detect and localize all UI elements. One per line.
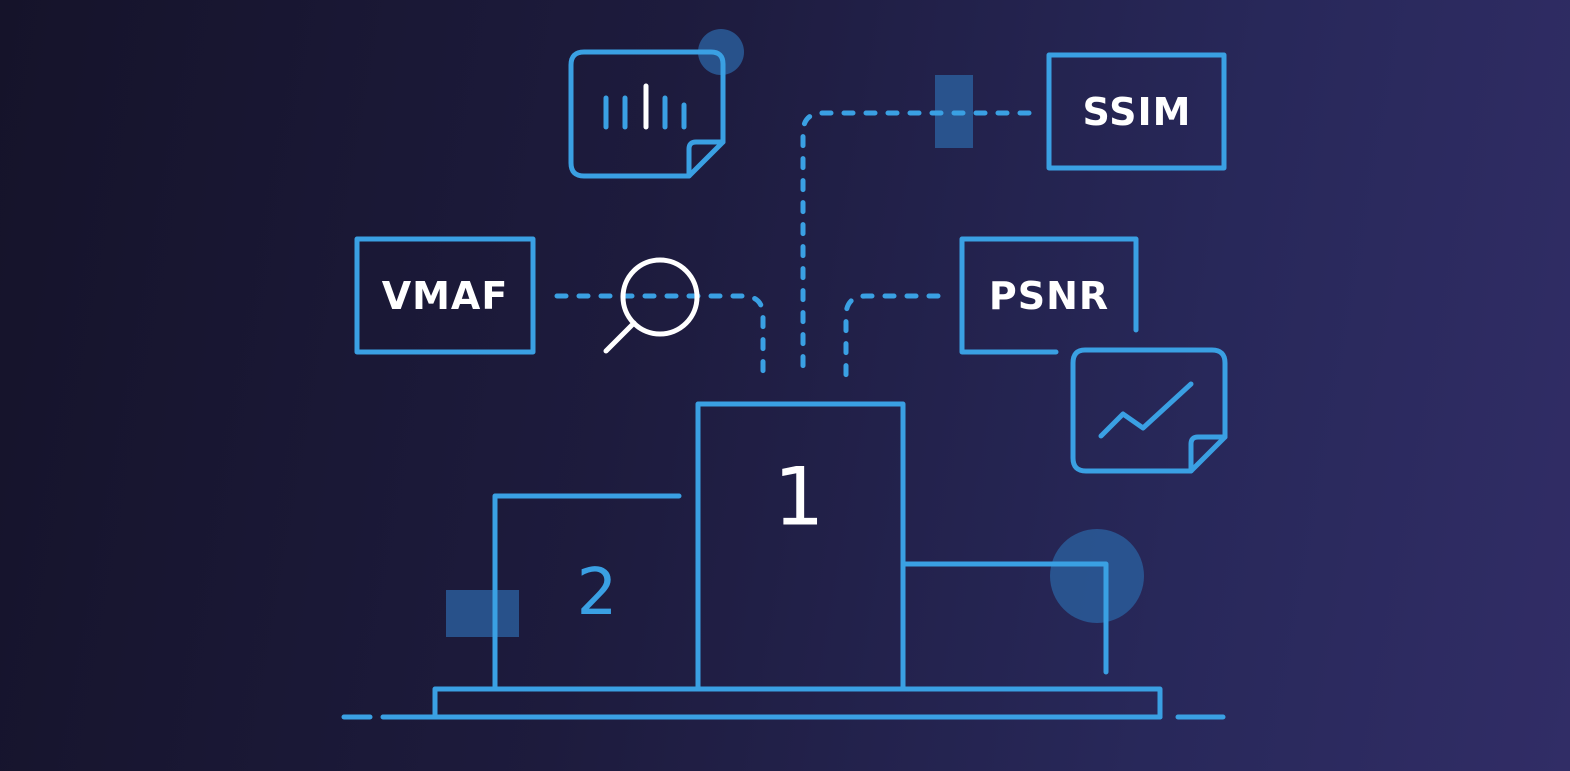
magnifying-glass-icon	[603, 257, 700, 354]
connector-vmaf	[554, 293, 766, 381]
podium	[341, 401, 1226, 720]
dashed-connectors	[554, 110, 1032, 381]
second-place-number: 2	[577, 556, 618, 630]
ssim-label: SSIM	[1083, 90, 1192, 134]
line-chart-document-icon	[1070, 347, 1228, 474]
accent-square-left	[446, 590, 519, 637]
psnr-box	[959, 236, 1139, 355]
first-place-number: 1	[774, 451, 825, 544]
podium-base	[432, 686, 1163, 720]
vmaf-box	[354, 236, 536, 355]
psnr-label: PSNR	[989, 274, 1109, 318]
connector-ssim	[800, 110, 1032, 381]
vmaf-label: VMAF	[382, 274, 509, 318]
podium-third-block	[900, 561, 1109, 675]
podium-first-block	[695, 401, 906, 692]
ssim-box	[1046, 52, 1227, 171]
bar-chart-document-icon	[568, 49, 726, 179]
connector-psnr	[843, 293, 941, 381]
podium-second-block	[492, 493, 682, 692]
accent-dot-right	[1050, 529, 1144, 623]
accent-dot-top	[698, 29, 744, 75]
